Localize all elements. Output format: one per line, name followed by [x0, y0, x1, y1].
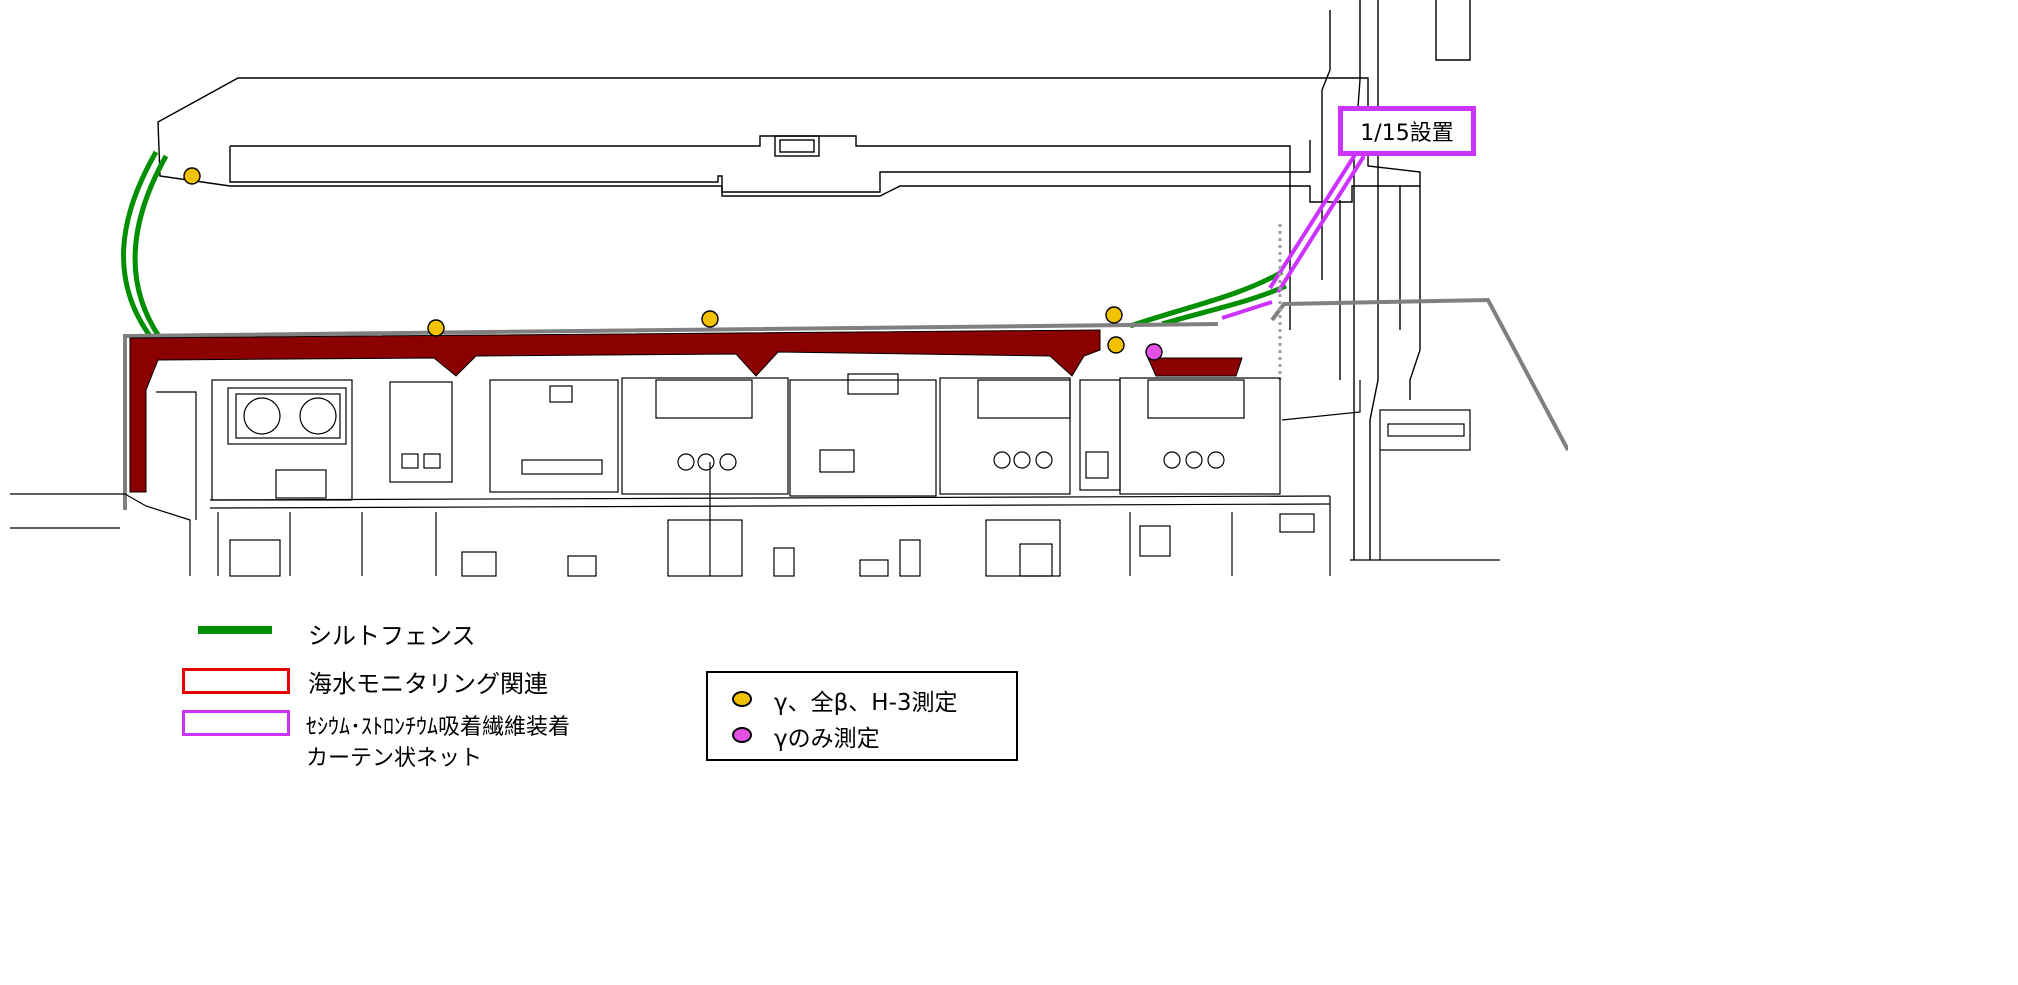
seawater-monitoring-area [129, 329, 1101, 493]
sample-point-gamma-beta [183, 167, 201, 185]
seawater-monitoring-swatch [182, 668, 290, 694]
gamma-beta-dot [732, 691, 752, 707]
silt-fence-lines [121, 150, 1288, 340]
silt-fence-label: シルトフェンス [308, 622, 476, 650]
sample-point-gamma-beta [1107, 336, 1125, 354]
seawall [123, 297, 1568, 510]
installation-date-callout: 1/15設置 [1338, 106, 1476, 156]
building-blocks [10, 373, 1500, 577]
gamma-beta-label: γ、全β、H-3測定 [774, 690, 958, 716]
curtain-net-swatch [182, 710, 290, 736]
curtain-net-label-line2: カーテン状ネット [306, 746, 483, 771]
sample-point-gamma-beta [701, 310, 719, 328]
seawater-monitoring-label: 海水モニタリング関連 [308, 670, 548, 698]
sample-point-gamma-beta [1105, 306, 1123, 324]
seawater-monitoring-area-right [1147, 357, 1243, 377]
port-facility-map [10, 0, 1568, 577]
sampling-legend: γ、全β、H-3測定 γのみ測定 [706, 671, 1018, 761]
sample-point-gamma-only [1145, 343, 1163, 361]
sampling-points [183, 167, 1163, 361]
curtain-net-label-line1: ｾｼｳﾑ･ｽﾄﾛﾝﾁｳﾑ吸着繊維装着 [306, 715, 571, 740]
callout-text: 1/15設置 [1360, 121, 1454, 146]
silt-fence-swatch [198, 626, 272, 634]
sample-point-gamma-beta [427, 319, 445, 337]
curtain-net-lines [1221, 148, 1366, 320]
gamma-only-label: γのみ測定 [774, 726, 880, 752]
gamma-only-dot [732, 727, 752, 743]
